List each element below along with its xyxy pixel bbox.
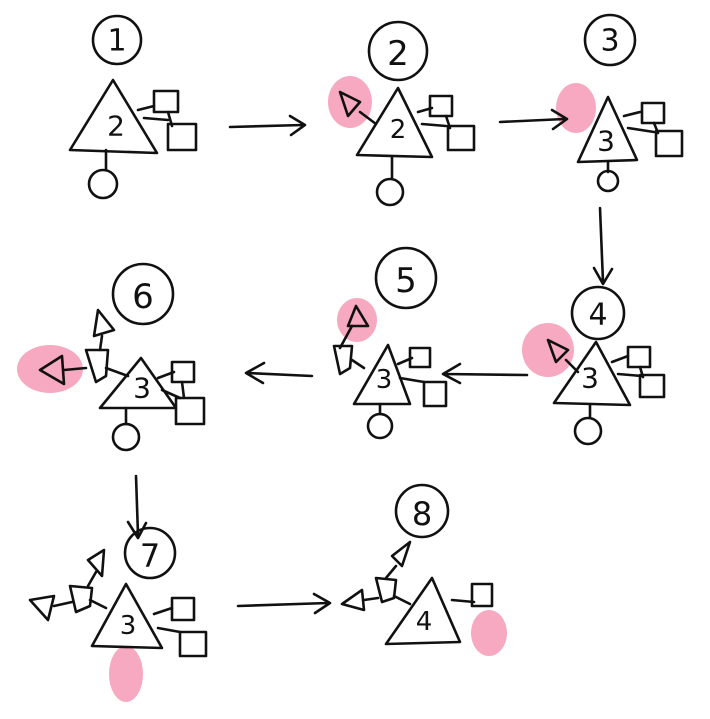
square-module xyxy=(166,122,198,152)
small-trapezoid xyxy=(68,584,94,614)
step-number: 4 xyxy=(588,298,607,333)
bottom-circle xyxy=(87,168,119,200)
arrow-1-to-2 xyxy=(228,114,307,137)
step-4: 4 3 xyxy=(546,285,666,446)
step-badge: 2 xyxy=(367,20,429,82)
step-badge: 7 xyxy=(123,526,177,580)
core-number: 3 xyxy=(133,372,151,405)
step-number: 8 xyxy=(412,495,432,533)
core-triangle xyxy=(355,86,434,159)
step-7: 7 3 xyxy=(28,526,208,658)
square-module xyxy=(470,582,494,608)
highlight-step-8 xyxy=(471,610,507,656)
square-module xyxy=(638,373,666,399)
small-triangle xyxy=(346,304,370,328)
core-triangle xyxy=(90,582,164,650)
small-trapezoid xyxy=(84,348,110,384)
arrow-5-to-6 xyxy=(244,361,314,385)
step-badge: 5 xyxy=(374,246,438,310)
step-6: 6 3 xyxy=(38,262,206,452)
step-number: 5 xyxy=(395,261,417,301)
small-triangle xyxy=(340,588,366,612)
bottom-circle xyxy=(573,416,603,446)
step-badge: 1 xyxy=(91,14,143,66)
highlight-step-7 xyxy=(109,646,143,702)
step-badge: 6 xyxy=(111,262,175,326)
square-module xyxy=(446,124,476,152)
step-8: 8 4 xyxy=(340,483,494,646)
highlight-step-4 xyxy=(522,323,574,377)
highlight-step-5 xyxy=(337,298,377,342)
small-triangle xyxy=(28,594,56,622)
bottom-circle xyxy=(111,422,141,452)
step-number: 1 xyxy=(107,24,126,59)
square-module xyxy=(174,396,206,426)
arrow-7-to-8 xyxy=(236,592,332,615)
step-number: 3 xyxy=(600,24,619,59)
square-module xyxy=(152,89,180,114)
step-1: 1 2 xyxy=(68,14,198,200)
step-number: 6 xyxy=(132,277,154,317)
arrow-4-to-5 xyxy=(441,362,529,385)
highlight-step-3 xyxy=(556,83,596,133)
square-module xyxy=(654,129,684,158)
core-number: 3 xyxy=(597,125,615,158)
small-triangle xyxy=(390,540,412,568)
step-badge: 8 xyxy=(394,483,450,539)
step-number: 2 xyxy=(387,34,409,74)
square-module xyxy=(428,94,454,118)
connector xyxy=(136,104,170,122)
core-number: 2 xyxy=(390,115,407,145)
step-5: 5 3 xyxy=(332,246,448,440)
highlights xyxy=(17,76,596,702)
bottom-circle xyxy=(366,412,394,440)
step-3: 3 3 xyxy=(576,13,684,193)
step-badge: 4 xyxy=(570,285,626,341)
square-module xyxy=(170,596,196,622)
core-triangle xyxy=(384,576,462,646)
step-number: 7 xyxy=(140,537,160,575)
small-triangle xyxy=(546,338,570,364)
bottom-circle xyxy=(596,169,620,193)
core-number: 3 xyxy=(120,611,137,641)
core-triangle xyxy=(352,343,412,406)
small-trapezoid xyxy=(332,344,354,376)
bottom-circle xyxy=(375,177,405,207)
core-number: 3 xyxy=(581,362,599,395)
small-triangle xyxy=(92,308,116,338)
small-trapezoid xyxy=(374,576,398,604)
core-triangle xyxy=(552,340,632,407)
step-badge: 3 xyxy=(583,13,637,67)
step-2: 2 2 xyxy=(338,20,476,207)
square-module xyxy=(640,101,666,125)
arrow-3-to-4 xyxy=(592,206,614,286)
core-number: 3 xyxy=(376,365,393,395)
square-module xyxy=(408,346,432,369)
small-triangle xyxy=(338,90,362,118)
square-module xyxy=(422,380,448,408)
square-module xyxy=(178,630,208,658)
core-triangle xyxy=(98,356,178,410)
small-triangle xyxy=(86,548,106,578)
square-module xyxy=(626,345,652,369)
highlight-step-2 xyxy=(328,76,372,128)
arrow-2-to-3 xyxy=(498,108,569,131)
core-number: 4 xyxy=(416,607,433,637)
core-triangle xyxy=(68,78,159,155)
highlight-step-6 xyxy=(17,345,83,393)
core-number: 2 xyxy=(107,110,125,143)
